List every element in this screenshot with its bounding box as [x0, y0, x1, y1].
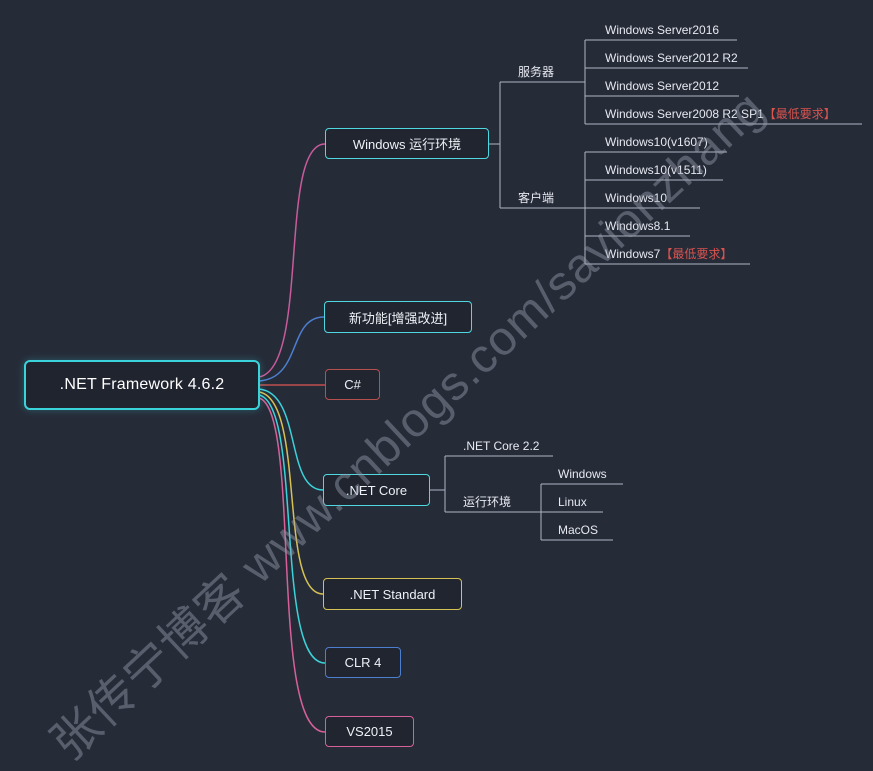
topic-windows-runtime[interactable]: Windows 运行环境	[325, 128, 489, 159]
topic-label: .NET Core	[345, 482, 408, 498]
topic-label: Windows Server2008 R2 SP1	[605, 107, 764, 121]
branch-curves	[258, 143, 326, 733]
topic-client-group[interactable]: 客户端	[518, 190, 554, 206]
topic-label: Windows 运行环境	[352, 137, 462, 152]
topic-windows-server-2012[interactable]: Windows Server2012	[605, 78, 719, 94]
topic-label: 新功能[增强改进]	[348, 310, 448, 326]
topic-new-features[interactable]: 新功能[增强改进]	[324, 301, 472, 333]
topic-netcore[interactable]: .NET Core	[323, 474, 430, 506]
topic-label: Windows7	[605, 247, 661, 261]
branch-curve-vs2015	[258, 397, 326, 733]
topic-label: Linux	[558, 495, 587, 509]
topic-vs2015[interactable]: VS2015	[325, 716, 414, 747]
topic-runtime-linux[interactable]: Linux	[558, 494, 587, 510]
branch-curve-netcore	[258, 388, 324, 491]
topic-windows-server-2008r2sp1[interactable]: Windows Server2008 R2 SP1【最低要求】	[605, 106, 836, 122]
topic-label: Windows	[558, 467, 607, 481]
connector-lines	[430, 39, 862, 541]
topic-windows-server-2016[interactable]: Windows Server2016	[605, 22, 719, 38]
topic-windows10-v1607[interactable]: Windows10(v1607)	[605, 134, 708, 150]
topic-label: .NET Core 2.2	[463, 439, 540, 453]
topic-label: VS2015	[346, 724, 393, 739]
topic-label: 服务器	[518, 65, 555, 79]
topic-label: Windows10	[605, 191, 668, 205]
branch-curve-windows-env	[258, 143, 326, 378]
topic-label: CLR 4	[344, 655, 382, 670]
branch-curve-netstandard	[258, 391, 324, 595]
topic-csharp[interactable]: C#	[325, 369, 380, 400]
topic-clr4[interactable]: CLR 4	[325, 647, 401, 678]
topic-windows-server-2012r2[interactable]: Windows Server2012 R2	[605, 50, 738, 66]
topic-highlight: 【最低要求】	[763, 107, 836, 121]
topic-label: 运行环境	[463, 495, 512, 509]
topic-windows10[interactable]: Windows10	[605, 190, 667, 206]
root-node[interactable]: .NET Framework 4.6.2	[24, 360, 260, 410]
topic-label: Windows10(v1511)	[605, 163, 707, 177]
topic-runtime-windows[interactable]: Windows	[558, 466, 607, 482]
topic-netstandard[interactable]: .NET Standard	[323, 578, 462, 610]
topic-windows81[interactable]: Windows8.1	[605, 218, 670, 234]
topic-windows7[interactable]: Windows7【最低要求】	[605, 246, 732, 262]
topic-label: .NET Standard	[349, 586, 436, 602]
branch-curve-clr4	[258, 394, 326, 664]
topic-label: 客户端	[518, 191, 555, 205]
topic-label: Windows Server2012 R2	[605, 51, 738, 65]
topic-runtime-macos[interactable]: MacOS	[558, 522, 598, 538]
topic-label: Windows Server2016	[605, 23, 720, 37]
root-label: .NET Framework 4.6.2	[59, 376, 225, 393]
topic-label: Windows Server2012	[605, 79, 720, 93]
topic-runtime-group[interactable]: 运行环境	[463, 494, 511, 510]
branch-curve-features	[258, 316, 325, 382]
topic-server-group[interactable]: 服务器	[518, 64, 554, 80]
topic-label: Windows8.1	[605, 219, 671, 233]
topic-netcore-22[interactable]: .NET Core 2.2	[463, 438, 539, 454]
topic-windows10-v1511[interactable]: Windows10(v1511)	[605, 162, 707, 178]
topic-label: Windows10(v1607)	[605, 135, 708, 149]
topic-label: MacOS	[558, 523, 599, 537]
topic-label: C#	[344, 377, 361, 392]
topic-highlight: 【最低要求】	[660, 247, 733, 261]
